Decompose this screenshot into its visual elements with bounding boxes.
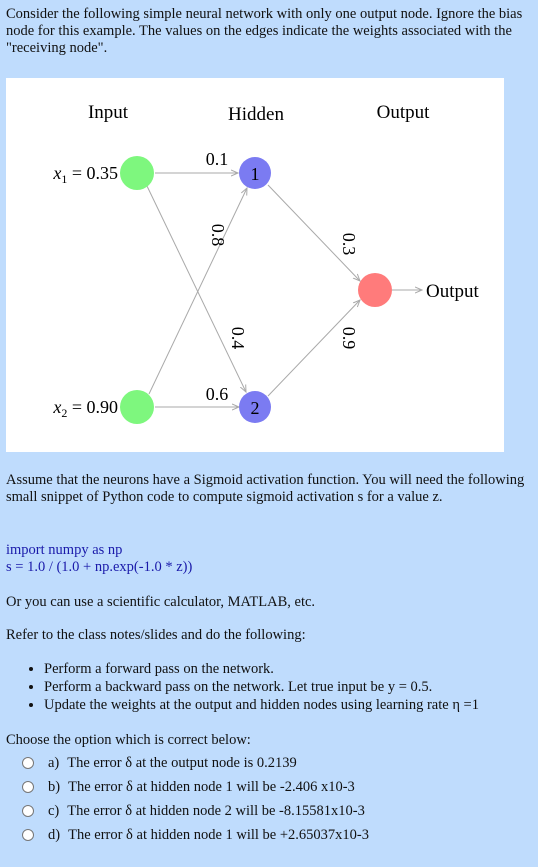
- task-list: Perform a forward pass on the network. P…: [6, 660, 538, 714]
- layer-label-output: Output: [377, 102, 431, 123]
- task-item: Perform a forward pass on the network.: [44, 660, 538, 678]
- weight-h2-out: 0.9: [339, 327, 359, 350]
- refer-paragraph: Refer to the class notes/slides and do t…: [6, 627, 306, 643]
- answer-options: a) The error δ at the output node is 0.2…: [22, 751, 522, 847]
- output-label: Output: [426, 281, 480, 302]
- output-node: [358, 273, 392, 307]
- input-label-2: x2 = 0.90: [52, 397, 118, 420]
- intro-text: Consider the following simple neural net…: [6, 6, 523, 56]
- radio-button[interactable]: [22, 829, 34, 841]
- input-label-1: x1 = 0.35: [52, 163, 118, 186]
- edge-x1-h2: [146, 185, 246, 392]
- option-c[interactable]: c) The error δ at hidden node 2 will be …: [22, 799, 522, 823]
- input-node-1: [120, 156, 154, 190]
- option-label: a): [48, 754, 60, 771]
- weight-x2-h1: 0.8: [208, 224, 228, 247]
- option-a[interactable]: a) The error δ at the output node is 0.2…: [22, 751, 522, 775]
- edge-h1-out: [267, 184, 360, 281]
- option-text: The error δ at hidden node 1 will be -2.…: [68, 778, 355, 795]
- code-snippet: import numpy as np s = 1.0 / (1.0 + np.e…: [6, 542, 532, 576]
- weight-x1-h2: 0.4: [228, 327, 248, 350]
- option-b[interactable]: b) The error δ at hidden node 1 will be …: [22, 775, 522, 799]
- hidden-node-2-label: 2: [251, 398, 260, 418]
- task-item: Update the weights at the output and hid…: [44, 696, 538, 714]
- network-diagram: Input Hidden Output 1 2 x1 = 0.35: [6, 78, 504, 452]
- hidden-node-1-label: 1: [251, 164, 260, 184]
- option-d[interactable]: d) The error δ at hidden node 1 will be …: [22, 823, 522, 847]
- sigmoid-paragraph: Assume that the neurons have a Sigmoid a…: [6, 472, 525, 505]
- option-label: b): [48, 778, 61, 795]
- code-line-1: import numpy as np: [6, 542, 123, 558]
- option-label: d): [48, 826, 61, 843]
- option-text: The error δ at hidden node 2 will be -8.…: [67, 802, 365, 819]
- weight-x1-h1: 0.1: [206, 149, 229, 169]
- option-text: The error δ at hidden node 1 will be +2.…: [68, 826, 370, 843]
- edge-h2-out: [267, 300, 360, 397]
- task-item: Perform a backward pass on the network. …: [44, 678, 538, 696]
- option-text: The error δ at the output node is 0.2139: [67, 754, 297, 771]
- hidden-node-2: [239, 391, 271, 423]
- radio-button[interactable]: [22, 805, 34, 817]
- option-label: c): [48, 802, 60, 819]
- code-line-2: s = 1.0 / (1.0 + np.exp(-1.0 * z)): [6, 559, 193, 575]
- radio-button[interactable]: [22, 757, 34, 769]
- radio-button[interactable]: [22, 781, 34, 793]
- question-text: Choose the option which is correct below…: [6, 732, 251, 748]
- calculator-paragraph: Or you can use a scientific calculator, …: [6, 594, 316, 610]
- weight-x2-h2: 0.6: [206, 384, 229, 404]
- network-svg: Input Hidden Output 1 2 x1 = 0.35: [52, 102, 480, 424]
- hidden-node-1: [239, 157, 271, 189]
- weight-h1-out: 0.3: [339, 233, 359, 256]
- layer-label-input: Input: [88, 102, 129, 123]
- layer-label-hidden: Hidden: [228, 104, 284, 125]
- input-node-2: [120, 390, 154, 424]
